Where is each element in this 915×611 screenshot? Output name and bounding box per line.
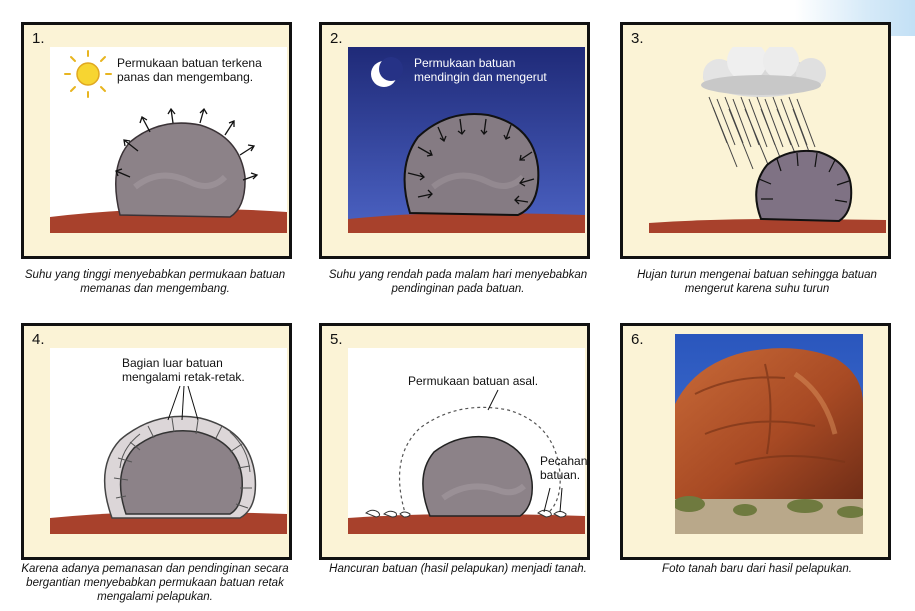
caption-2: Suhu yang rendah pada malam hari menyeba…: [313, 268, 603, 296]
panel-label: Permukaan batuan asal.: [408, 374, 568, 388]
panel-3: 3.: [620, 22, 891, 259]
panel-4: 4. Bagian luar batuan mengalami retak-re…: [21, 323, 292, 560]
caption-6: Foto tanah baru dari hasil pelapukan.: [612, 562, 902, 576]
panel-1: 1.: [21, 22, 292, 259]
panel-6-photo: [675, 334, 863, 534]
panel-3-illustration: [649, 47, 886, 233]
caption-1: Suhu yang tinggi menyebabkan permukaan b…: [10, 268, 300, 296]
panel-number: 2.: [330, 30, 343, 47]
panel-number: 3.: [631, 30, 644, 47]
panel-label: Bagian luar batuan mengalami retak-retak…: [122, 356, 282, 384]
caption-4: Karena adanya pemanasan dan pendinginan …: [10, 562, 300, 604]
panel-6: 6.: [620, 323, 891, 560]
panel-5: 5. Permukaan batuan asal. Pecahan batuan…: [319, 323, 590, 560]
caption-3: Hujan turun mengenai batuan sehingga bat…: [612, 268, 902, 296]
panel-label-2: Pecahan batuan.: [540, 454, 590, 482]
panel-label: Permukaan batuan terkena panas dan menge…: [117, 56, 287, 84]
panel-number: 1.: [32, 30, 45, 47]
boulder-photo: [675, 334, 863, 534]
panel-number: 6.: [631, 331, 644, 348]
panel-number: 5.: [330, 331, 343, 348]
caption-5: Hancuran batuan (hasil pelapukan) menjad…: [313, 562, 603, 576]
panel-label: Permukaan batuan mendingin dan mengerut: [414, 56, 574, 84]
panel-2: 2.: [319, 22, 590, 259]
panel-number: 4.: [32, 331, 45, 348]
rain-rock-illustration: [649, 47, 886, 233]
